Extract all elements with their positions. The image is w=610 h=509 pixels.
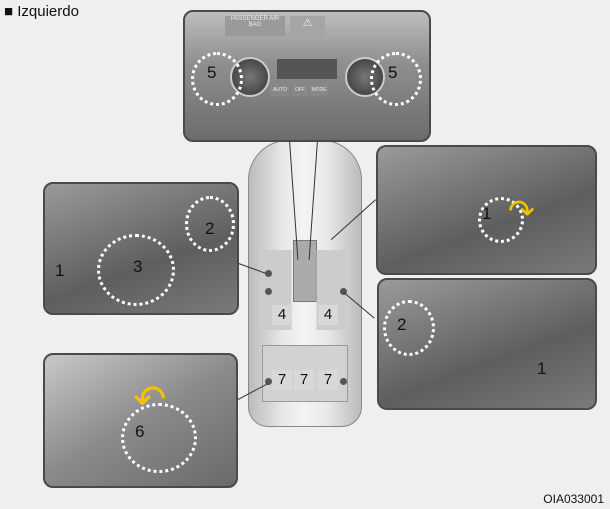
driver-seat-lever-panel: 1 2 3	[43, 182, 239, 315]
callout-7-c: 7	[318, 370, 338, 390]
highlight-circle	[370, 52, 422, 106]
callout-5-left: 5	[207, 63, 217, 82]
button-auto: AUTO	[270, 84, 290, 96]
marker	[340, 288, 347, 295]
callout-5-right: 5	[388, 63, 398, 82]
display	[277, 59, 337, 79]
highlight-circle	[97, 234, 175, 306]
passenger-seat-detail-panel: ↷ 1	[376, 145, 597, 275]
heading-label: Izquierdo	[17, 3, 79, 20]
callout-4-right: 4	[318, 305, 338, 325]
callout-6: 6	[135, 422, 145, 441]
callout-1: 1	[482, 204, 492, 223]
airbag-indicator: PASSENGER AIR BAG	[225, 16, 285, 36]
rotate-arrow-icon: ↶	[133, 378, 167, 422]
button-mode: MODE	[310, 84, 328, 96]
callout-7-b: 7	[294, 370, 314, 390]
button-off: OFF	[292, 84, 308, 96]
callout-1: 1	[55, 261, 65, 280]
highlight-circle	[185, 196, 235, 252]
callout-4-left: 4	[272, 305, 292, 325]
highlight-circle	[121, 403, 197, 473]
highlight-circle	[478, 197, 524, 243]
marker	[265, 270, 272, 277]
rotate-arrow-icon: ↷	[508, 193, 535, 229]
rear-seat-detail-panel: ↶ 6	[43, 353, 238, 488]
passenger-seat-lever-panel: 2 1	[377, 278, 597, 410]
marker	[265, 378, 272, 385]
marker	[265, 288, 272, 295]
callout-1: 1	[537, 359, 547, 378]
marker	[340, 378, 347, 385]
figure-code: OIA033001	[543, 492, 604, 506]
hazard-button: ⚠	[290, 16, 325, 36]
highlight-circle	[191, 52, 243, 106]
climate-control-panel: PASSENGER AIR BAG ⚠ AUTO OFF MODE 5 5	[183, 10, 431, 142]
callout-3: 3	[133, 257, 143, 276]
highlight-circle	[383, 300, 435, 356]
bullet-icon: ■	[4, 3, 14, 20]
callout-7-a: 7	[272, 370, 292, 390]
callout-2: 2	[205, 219, 215, 238]
callout-2: 2	[397, 315, 407, 334]
heading: ■ Izquierdo	[4, 3, 79, 20]
